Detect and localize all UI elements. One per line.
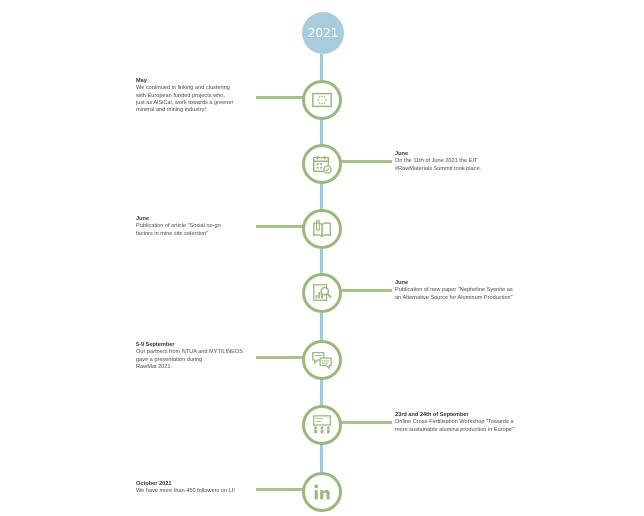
event-line: more sustainable alumina production in E…	[395, 426, 514, 433]
timeline-spine-top	[320, 54, 323, 80]
event-text-september-rawmat: 5-9 September Our partners from NTUA and…	[136, 342, 254, 371]
connector-september-rawmat	[256, 356, 304, 359]
event-label: June	[136, 216, 150, 222]
timeline-node-september-rawmat	[302, 340, 342, 380]
event-label: 5-9 September	[136, 342, 175, 348]
timeline-node-september-workshop	[302, 405, 342, 445]
event-line: Publication of article "Social no-go	[136, 223, 221, 230]
event-text-may: May We continued in linking and clusteri…	[136, 78, 254, 114]
book-icon	[313, 220, 331, 238]
event-label: 23rd and 24th of September	[395, 412, 469, 418]
event-line: an Alternative Source for Aluminum Produ…	[395, 294, 513, 301]
event-line: factors in mine site selection"	[136, 230, 209, 237]
event-line: Publication of new paper "Nepheline Syen…	[395, 287, 513, 294]
connector-may	[256, 96, 304, 99]
eu-flag-icon	[312, 92, 332, 108]
event-text-june-article: June Publication of article "Social no-g…	[136, 216, 254, 238]
chat-icon	[312, 352, 332, 370]
event-line: mineral and mining industry!	[136, 107, 206, 114]
calendar-icon	[313, 155, 332, 174]
event-line: On the 11th of June 2021 the EIT	[395, 158, 478, 165]
connector-june-summit	[338, 160, 392, 163]
timeline-node-may	[302, 80, 342, 120]
event-line: We continued in linking and clustering	[136, 85, 230, 92]
event-line: with European funded projects who,	[136, 92, 225, 99]
event-text-june-summit: June On the 11th of June 2021 the EIT #R…	[395, 151, 545, 173]
event-text-october: October 2021 We have more than 450 follo…	[136, 481, 254, 496]
linkedin-icon	[314, 484, 330, 500]
event-line: Our partners from NTUA and MYTILINEOS	[136, 349, 243, 356]
year-badge: 2021	[302, 12, 344, 54]
connector-september-workshop	[338, 421, 392, 424]
event-label: June	[395, 151, 409, 157]
timeline-node-june-summit	[302, 144, 342, 184]
connector-june-paper	[338, 289, 392, 292]
timeline-node-june-article	[302, 209, 342, 249]
event-line: We have more than 450 followers on LI!	[136, 488, 235, 495]
event-line: RawMat 2021.	[136, 363, 173, 370]
event-text-june-paper: June Publication of new paper "Nepheline…	[395, 280, 545, 302]
workshop-icon	[313, 415, 331, 434]
event-label: June	[395, 280, 409, 286]
event-line: #RawMaterials Summit took place.	[395, 165, 482, 172]
event-text-september-workshop: 23rd and 24th of September Online Cross-…	[395, 412, 545, 434]
event-line: gave a presentation during	[136, 356, 203, 363]
timeline-node-october	[302, 472, 342, 512]
event-label: May	[136, 78, 147, 84]
event-line: just as AlSiCal, work towards a greener	[136, 99, 234, 106]
magnifier-chart-icon	[313, 284, 332, 301]
timeline-node-june-paper	[302, 273, 342, 313]
connector-june-article	[256, 225, 304, 228]
event-label: October 2021	[136, 481, 172, 487]
event-line: Online Cross-Fertilisation Workshop "Tow…	[395, 419, 514, 426]
connector-october	[256, 488, 304, 491]
